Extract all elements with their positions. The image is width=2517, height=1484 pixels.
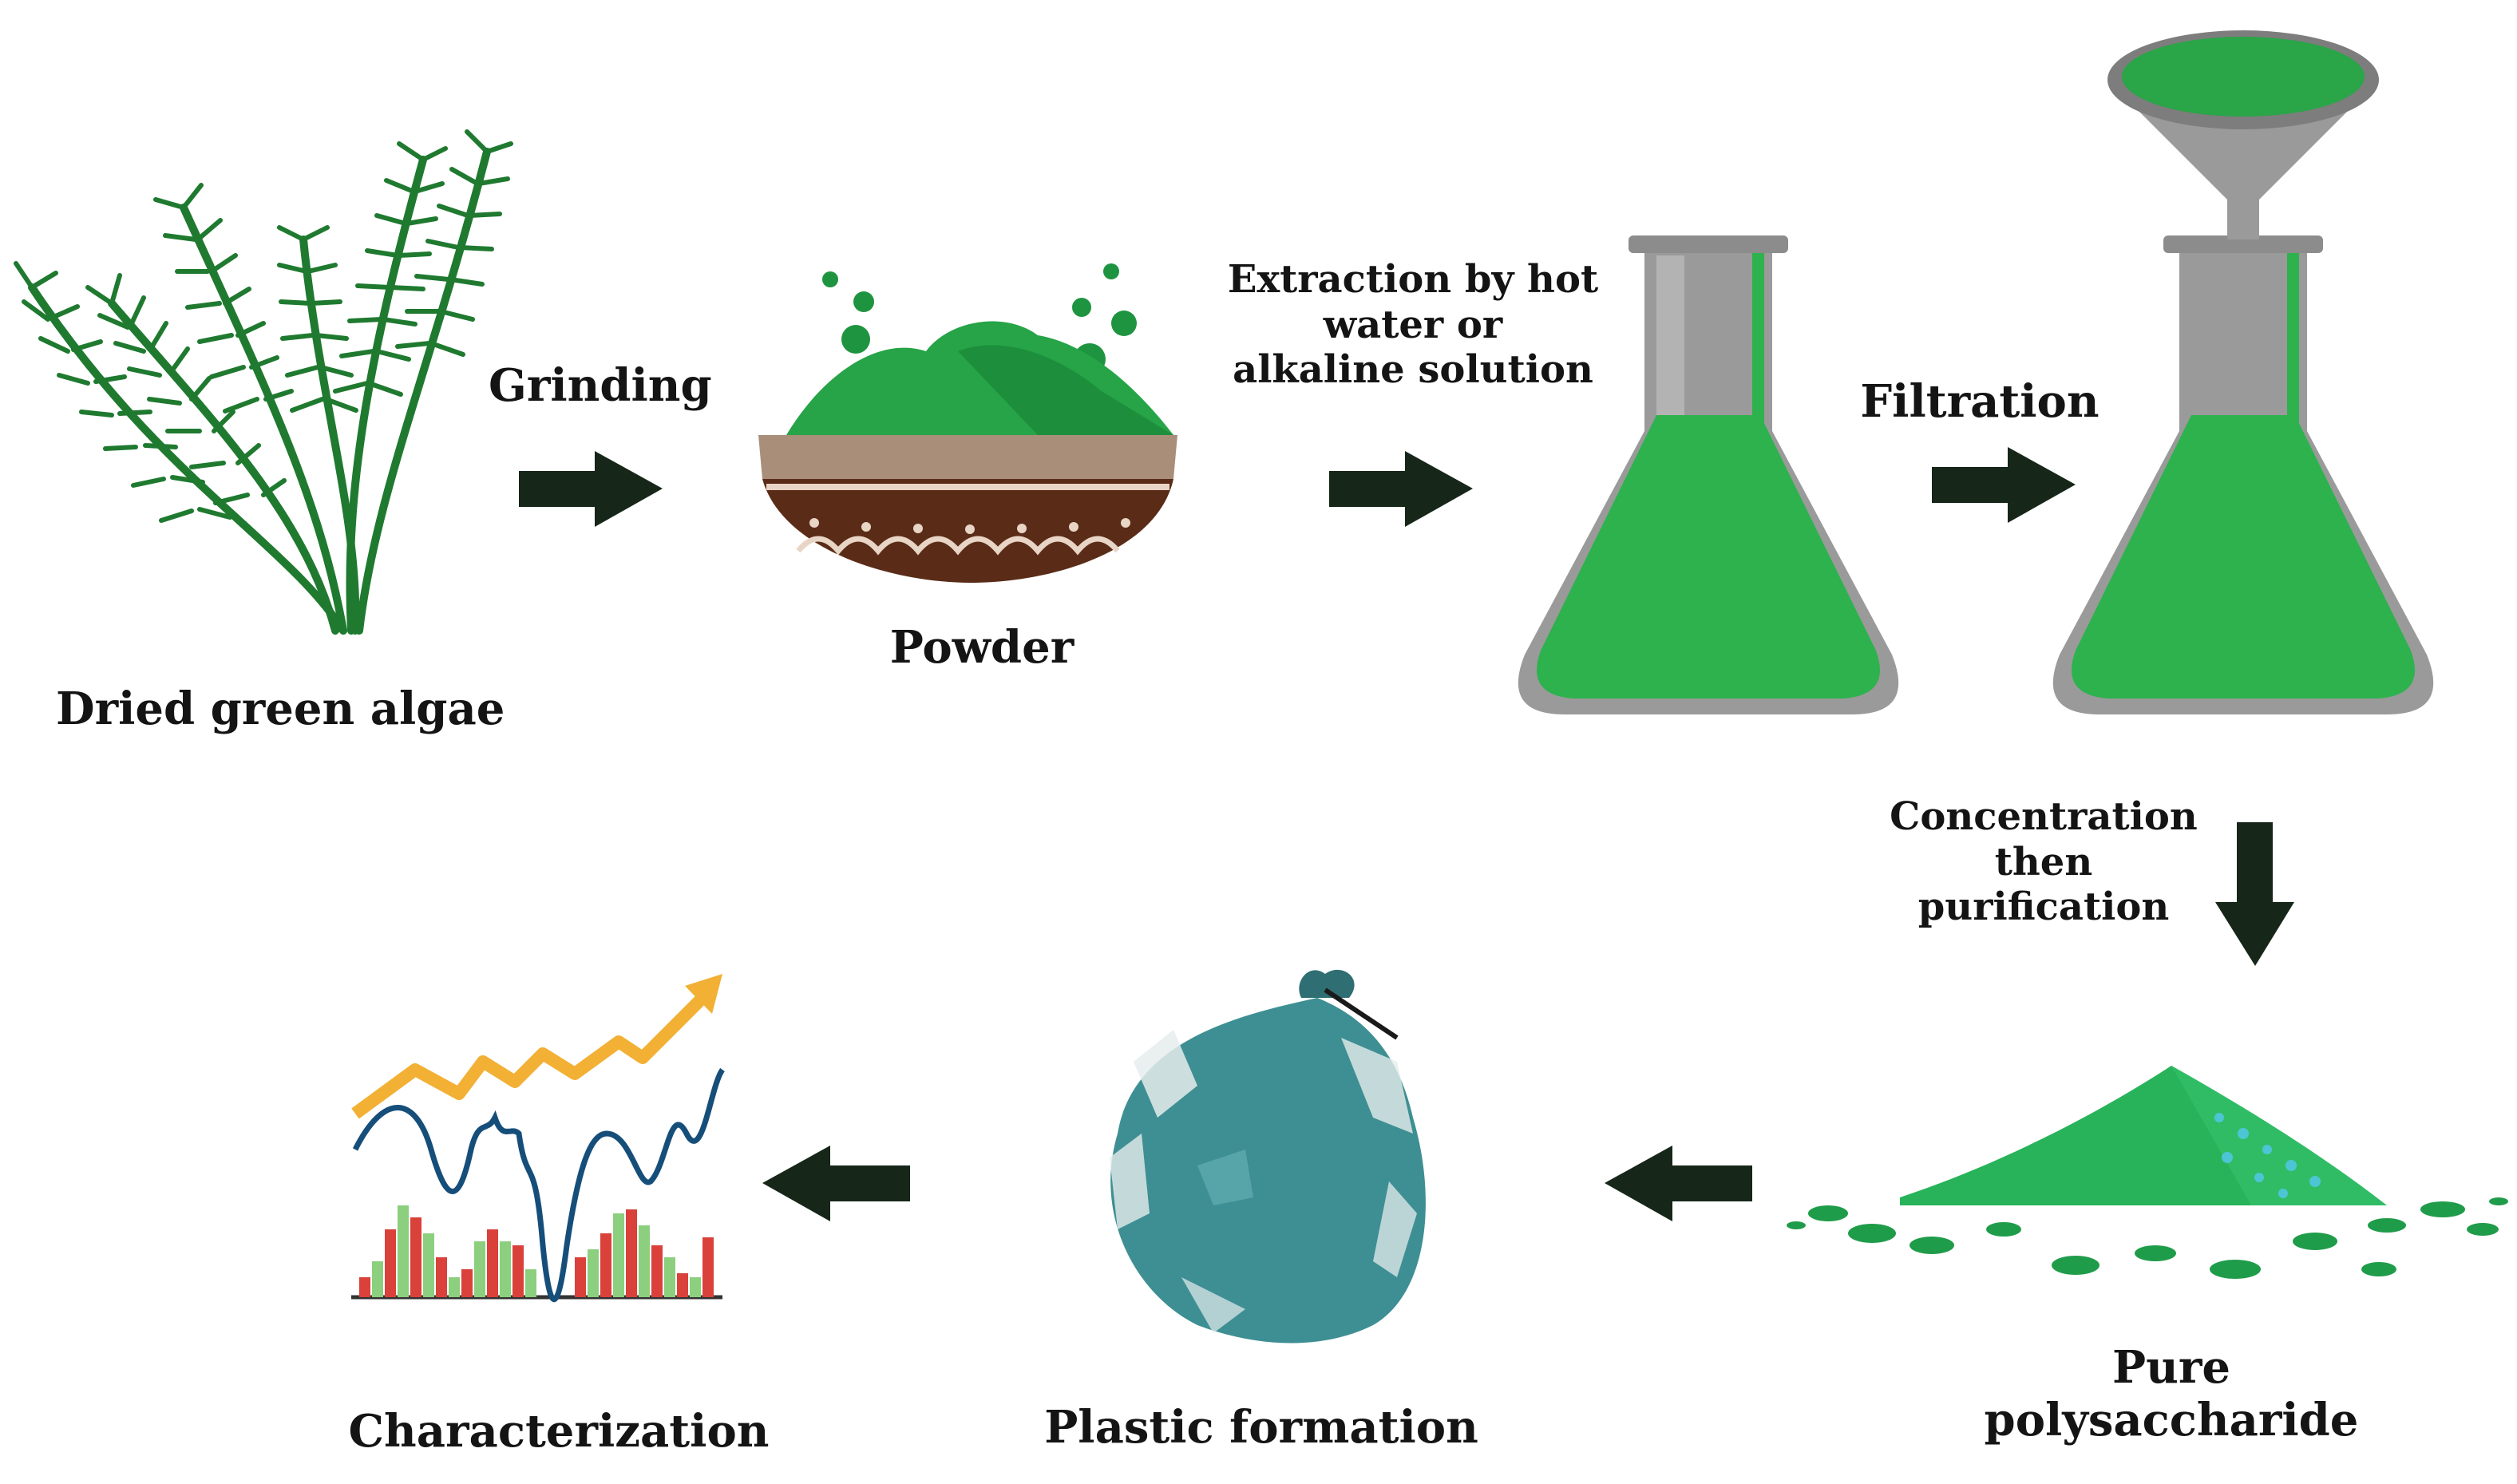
concentration-line-3: purification (1917, 884, 2170, 930)
concentration-line-2: then (1994, 839, 2093, 884)
plastic-label: Plastic formation (1044, 1401, 1478, 1454)
powder-label: Powder (889, 621, 1074, 674)
extraction-line-3: alkaline solution (1233, 347, 1593, 393)
algae-icon (14, 129, 513, 635)
plastic-bag-icon (1110, 969, 1426, 1344)
extraction-line-2: water or (1323, 302, 1503, 347)
arrow-concentration (2215, 822, 2294, 966)
algae-label: Dried green algae (56, 683, 505, 735)
extraction-step-label: Extraction by hot water or alkaline solu… (1205, 257, 1621, 393)
concentration-line-1: Concentration (1890, 794, 2198, 839)
polysaccharide-pile-icon (1787, 1066, 2508, 1279)
concentration-step-label: Concentration then purification (1884, 794, 2203, 930)
arrow-filtration (1932, 447, 2076, 523)
extraction-line-1: Extraction by hot (1227, 257, 1599, 302)
flask-extraction-icon (1518, 235, 1899, 714)
arrow-extraction (1329, 451, 1473, 527)
polysaccharide-label: Pure polysaccharide (1980, 1341, 2363, 1446)
filtration-step-label: Filtration (1860, 375, 2099, 428)
arrow-to-characterization (762, 1146, 910, 1221)
arrow-to-plastic (1605, 1146, 1752, 1221)
characterization-chart-icon (351, 974, 725, 1303)
arrow-grinding (519, 451, 663, 527)
powder-bowl-icon (758, 263, 1177, 583)
grinding-step-label: Grinding (489, 359, 712, 412)
polysaccharide-line-2: polysaccharide (1984, 1394, 2359, 1447)
polysaccharide-line-1: Pure (2112, 1341, 2230, 1394)
characterization-label: Characterization (348, 1405, 770, 1458)
flask-filtration-icon (2052, 30, 2434, 714)
